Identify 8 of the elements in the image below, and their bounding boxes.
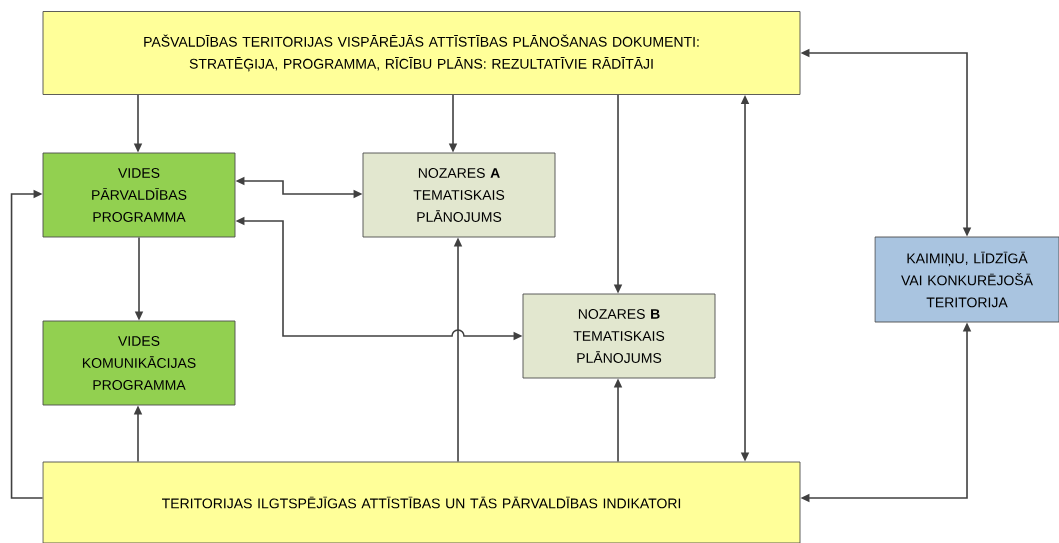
programme-box: VIDES KOMUNIKĀCIJAS PROGRAMMA [42, 320, 236, 406]
programme-box: VIDES PĀRVALDĪBAS PROGRAMMA [42, 152, 236, 238]
planning-box: PAŠVALDĪBAS TERITORIJAS VISPĀRĒJĀS ATTĪSTĪBAS PLĀNOŠANAS DOKUMENTI: STRATĒĢIJA, PROGRAMMA, RĪCĪBU PLĀNS: REZULTATĪVIE RĀDĪTĀJI [42, 11, 801, 95]
indicators-box: TERITORIJAS ILGTSPĒJĪGAS ATTĪSTĪBAS UN TĀS PĀRVALDĪBAS INDIKATORI [42, 461, 801, 543]
planning-box: NOZARES A TEMATISKAIS PLĀNOJUMS [362, 152, 556, 238]
planning-box: NOZARES B TEMATISKAIS PLĀNOJUMS [522, 293, 716, 379]
arrow [10, 189, 44, 499]
territory-box: KAIMIŅU, LĪDZĪGĀ VAI KONKURĒJOŠĀ TERITORIJA [874, 236, 1059, 323]
